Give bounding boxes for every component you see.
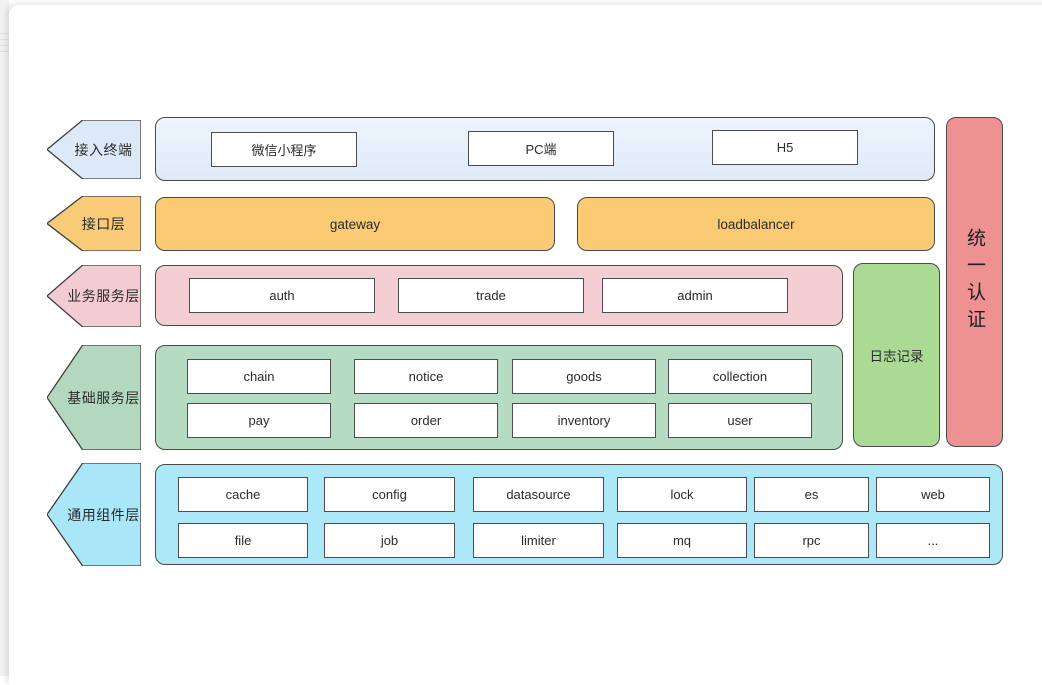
left-arrow-shape bbox=[47, 463, 141, 566]
base-service-container: chain notice goods collection pay order … bbox=[155, 345, 843, 450]
layer-label: 接口层 bbox=[81, 215, 126, 232]
node-config: config bbox=[324, 477, 455, 512]
node-unified-auth: 统一认证 bbox=[946, 117, 1003, 447]
node-pc-client: PC端 bbox=[468, 131, 614, 166]
node-order: order bbox=[354, 403, 498, 438]
node-inventory: inventory bbox=[512, 403, 656, 438]
node-rpc: rpc bbox=[754, 523, 869, 558]
node-web: web bbox=[876, 477, 990, 512]
layer-label: 业务服务层 bbox=[67, 288, 140, 304]
layer-label: 通用组件层 bbox=[67, 506, 140, 523]
node-cache: cache bbox=[178, 477, 308, 512]
node-log-record: 日志记录 bbox=[853, 263, 940, 447]
access-terminal-container: 微信小程序 PC端 H5 bbox=[155, 117, 935, 181]
node-pay: pay bbox=[187, 403, 331, 438]
node-mq: mq bbox=[617, 523, 747, 558]
node-notice: notice bbox=[354, 359, 498, 394]
node-limiter: limiter bbox=[473, 523, 604, 558]
node-goods: goods bbox=[512, 359, 656, 394]
layer-label: 基础服务层 bbox=[67, 389, 140, 406]
business-service-container: auth trade admin bbox=[155, 265, 843, 326]
left-arrow-shape bbox=[47, 265, 141, 327]
layer-arrow-interface: 接口层 bbox=[47, 196, 141, 251]
node-loadbalancer: loadbalancer bbox=[577, 197, 935, 251]
left-arrow-shape bbox=[47, 196, 141, 251]
node-admin: admin bbox=[602, 278, 788, 313]
node-es: es bbox=[754, 477, 869, 512]
node-wechat-miniprogram: 微信小程序 bbox=[211, 132, 357, 167]
layer-label: 接入终端 bbox=[74, 141, 133, 158]
layer-arrow-common-component: 通用组件层 bbox=[47, 463, 141, 566]
node-h5: H5 bbox=[712, 130, 858, 165]
layer-arrow-business-service: 业务服务层 bbox=[47, 265, 141, 327]
node-auth: auth bbox=[189, 278, 375, 313]
node-lock: lock bbox=[617, 477, 747, 512]
node-job: job bbox=[324, 523, 455, 558]
node-gateway: gateway bbox=[155, 197, 555, 251]
node-chain: chain bbox=[187, 359, 331, 394]
left-arrow-shape bbox=[47, 345, 141, 450]
page-edge-decoration bbox=[0, 33, 9, 53]
left-arrow-shape bbox=[47, 120, 141, 179]
node-collection: collection bbox=[668, 359, 812, 394]
page-gutter bbox=[0, 0, 9, 676]
node-user: user bbox=[668, 403, 812, 438]
layer-arrow-base-service: 基础服务层 bbox=[47, 345, 141, 450]
node-more: ... bbox=[876, 523, 990, 558]
node-datasource: datasource bbox=[473, 477, 604, 512]
node-file: file bbox=[178, 523, 308, 558]
node-trade: trade bbox=[398, 278, 584, 313]
layer-arrow-access-terminal: 接入终端 bbox=[47, 120, 141, 179]
common-component-container: cache config datasource lock es web file… bbox=[155, 464, 1003, 565]
